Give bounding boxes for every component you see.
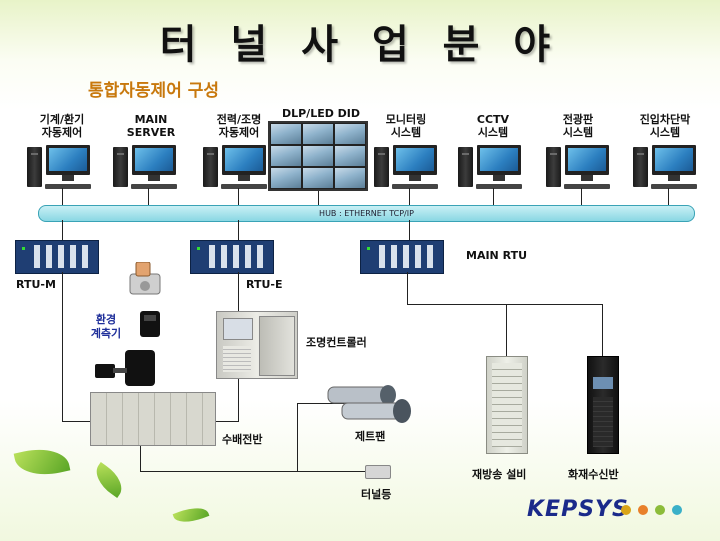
diagram-subtitle: 통합자동제어 구성 (88, 81, 220, 101)
label-rebroadcast: 재방송 설비 (472, 468, 527, 481)
workstation-pc-icon (546, 145, 612, 191)
env-sensor-icon (95, 350, 155, 386)
label-main-rtu: MAIN RTU (466, 249, 527, 262)
connector-line (409, 188, 410, 205)
fire-receiver-cabinet (587, 356, 619, 454)
main-rtu-device (360, 240, 444, 274)
brand-dot (672, 505, 682, 515)
connector-line (212, 421, 239, 422)
kepsys-logo: KEPSYS (527, 497, 629, 522)
label-switchgear: 수배전반 (222, 433, 263, 446)
connector-line (407, 272, 408, 305)
ethernet-hub-bar: HUB : ETHERNET TCP/IP (38, 205, 695, 222)
label-dlp-led-did: DLP/LED DID (281, 107, 361, 120)
jet-fan-icon (327, 385, 411, 423)
connector-line (602, 304, 603, 356)
connector-line (62, 188, 63, 205)
connector-line (581, 188, 582, 205)
rebroadcast-rack (486, 356, 528, 454)
connector-line (148, 188, 149, 205)
env-sensor-icon (140, 311, 160, 337)
label-tunnel-light: 터널등 (361, 488, 392, 501)
rtu-m-device (15, 240, 99, 274)
connector-line (62, 272, 63, 422)
label-fire-receiver: 화재수신반 (568, 468, 619, 481)
light-controller-cabinet (216, 311, 298, 379)
connector-line (62, 220, 63, 240)
connector-line (493, 188, 494, 205)
connector-line (140, 471, 365, 472)
brand-dot (621, 505, 631, 515)
workstation-pc-icon (458, 145, 524, 191)
connector-line (238, 220, 239, 240)
tunnel-light-icon (365, 465, 391, 479)
switchgear-cabinet (90, 392, 216, 446)
brand-dot (655, 505, 665, 515)
label-jet-fan: 제트팬 (355, 430, 386, 443)
video-wall-icon (268, 121, 368, 191)
connector-line (238, 188, 239, 205)
page-title: 터 널 사 업 분 야 (159, 22, 561, 68)
label-light-controller: 조명컨트롤러 (306, 336, 367, 349)
brand-dot (638, 505, 648, 515)
env-sensor-icon (129, 262, 161, 295)
connector-line (668, 188, 669, 205)
workstation-pc-icon (633, 145, 699, 191)
connector-line (407, 304, 603, 305)
connector-line (297, 403, 298, 472)
workstation-pc-icon (113, 145, 179, 191)
connector-line (297, 403, 347, 404)
workstation-pc-icon (203, 145, 269, 191)
connector-line (140, 444, 141, 472)
connector-line (409, 220, 410, 240)
workstation-pc-icon (374, 145, 440, 191)
label-rtu-e: RTU-E (246, 278, 283, 291)
connector-line (318, 191, 319, 205)
workstation-pc-icon (27, 145, 93, 191)
connector-line (506, 304, 507, 356)
rtu-e-device (190, 240, 274, 274)
connector-line (62, 421, 92, 422)
label-rtu-m: RTU-M (16, 278, 56, 291)
